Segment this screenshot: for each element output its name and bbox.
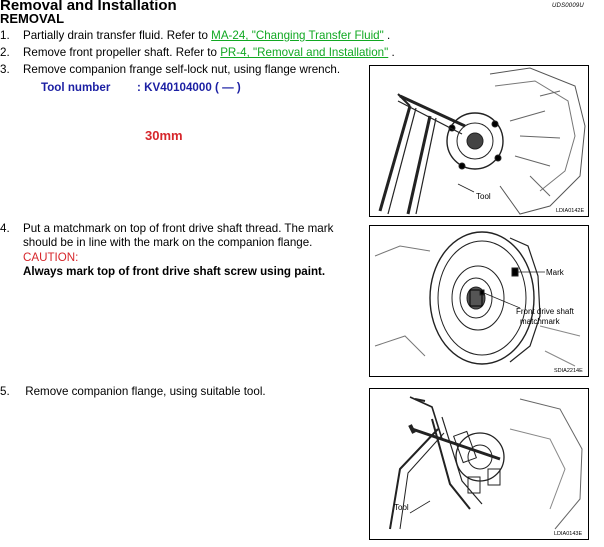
step-number: 1. — [0, 29, 10, 42]
figure-flange-wrench: Tool LDIA0142E — [369, 65, 589, 217]
tool-number-label: Tool number — [41, 81, 111, 94]
step-4: 4. Put a matchmark on top of front drive … — [0, 222, 333, 235]
section-heading: REMOVAL — [0, 11, 65, 26]
figure-2-label-matchmark: matchmark — [520, 317, 561, 326]
step-number: 3. — [0, 63, 10, 76]
figure-1-id: LDIA0142E — [556, 208, 584, 214]
step-5: 5. Remove companion flange, using suitab… — [0, 385, 266, 398]
step-4-line-2: should be in line with the mark on the c… — [23, 236, 313, 249]
figure-3-label-tool: Tool — [394, 503, 409, 512]
flange-puller-illustration: Tool LDIA0143E — [389, 396, 583, 537]
caution-label: CAUTION: — [23, 251, 79, 264]
step-text: Remove companion flange, using suitable … — [22, 385, 266, 398]
figure-matchmark: Mark Front drive shaft matchmark SDIA221… — [369, 225, 589, 377]
figure-3-id: LDIA0143E — [554, 531, 582, 537]
tool-number: Tool number : KV40104000 ( — ) — [41, 81, 241, 94]
page-title: Removal and Installation — [0, 0, 177, 14]
step-text: Remove front propeller shaft. Refer to — [23, 46, 221, 59]
link-removal-and-installation[interactable]: PR-4, "Removal and Installation" — [220, 46, 389, 59]
step-end: . — [388, 46, 395, 59]
figure-1-label-tool: Tool — [476, 192, 491, 201]
step-number: 4. — [0, 222, 10, 235]
step-3: 3. Remove companion frange self-lock nut,… — [0, 63, 340, 76]
figure-2-label-mark: Mark — [546, 268, 565, 277]
link-changing-transfer-fluid[interactable]: MA-24, "Changing Transfer Fluid" — [211, 29, 384, 42]
matchmark-illustration: Mark Front drive shaft matchmark SDIA221… — [374, 231, 583, 374]
figure-flange-puller: Tool LDIA0143E — [369, 388, 589, 540]
step-end: . — [383, 29, 391, 42]
wrench-size-note: 30mm — [145, 128, 183, 143]
figure-2-label-front-drive-shaft: Front drive shaft — [516, 307, 575, 316]
step-2: 2. Remove front propeller shaft. Refer to… — [0, 46, 395, 59]
step-number: 2. — [0, 46, 10, 59]
tool-number-value: : KV40104000 ( — ) — [137, 81, 241, 94]
step-text: Partially drain transfer fluid. Refer to — [23, 29, 212, 42]
step-text-line-1: Put a matchmark on top of front drive sh… — [23, 222, 334, 235]
figure-2-id: SDIA2214E — [554, 368, 583, 374]
step-1: 1. Partially drain transfer fluid. Refer … — [0, 29, 390, 42]
step-number: 5. — [0, 385, 10, 398]
step-text: Remove companion frange self-lock nut, u… — [23, 63, 341, 76]
document-id: UDS0009U — [552, 3, 584, 9]
caution-text: Always mark top of front drive shaft scr… — [23, 265, 326, 278]
flange-wrench-illustration: Tool LDIA0142E — [378, 67, 586, 215]
